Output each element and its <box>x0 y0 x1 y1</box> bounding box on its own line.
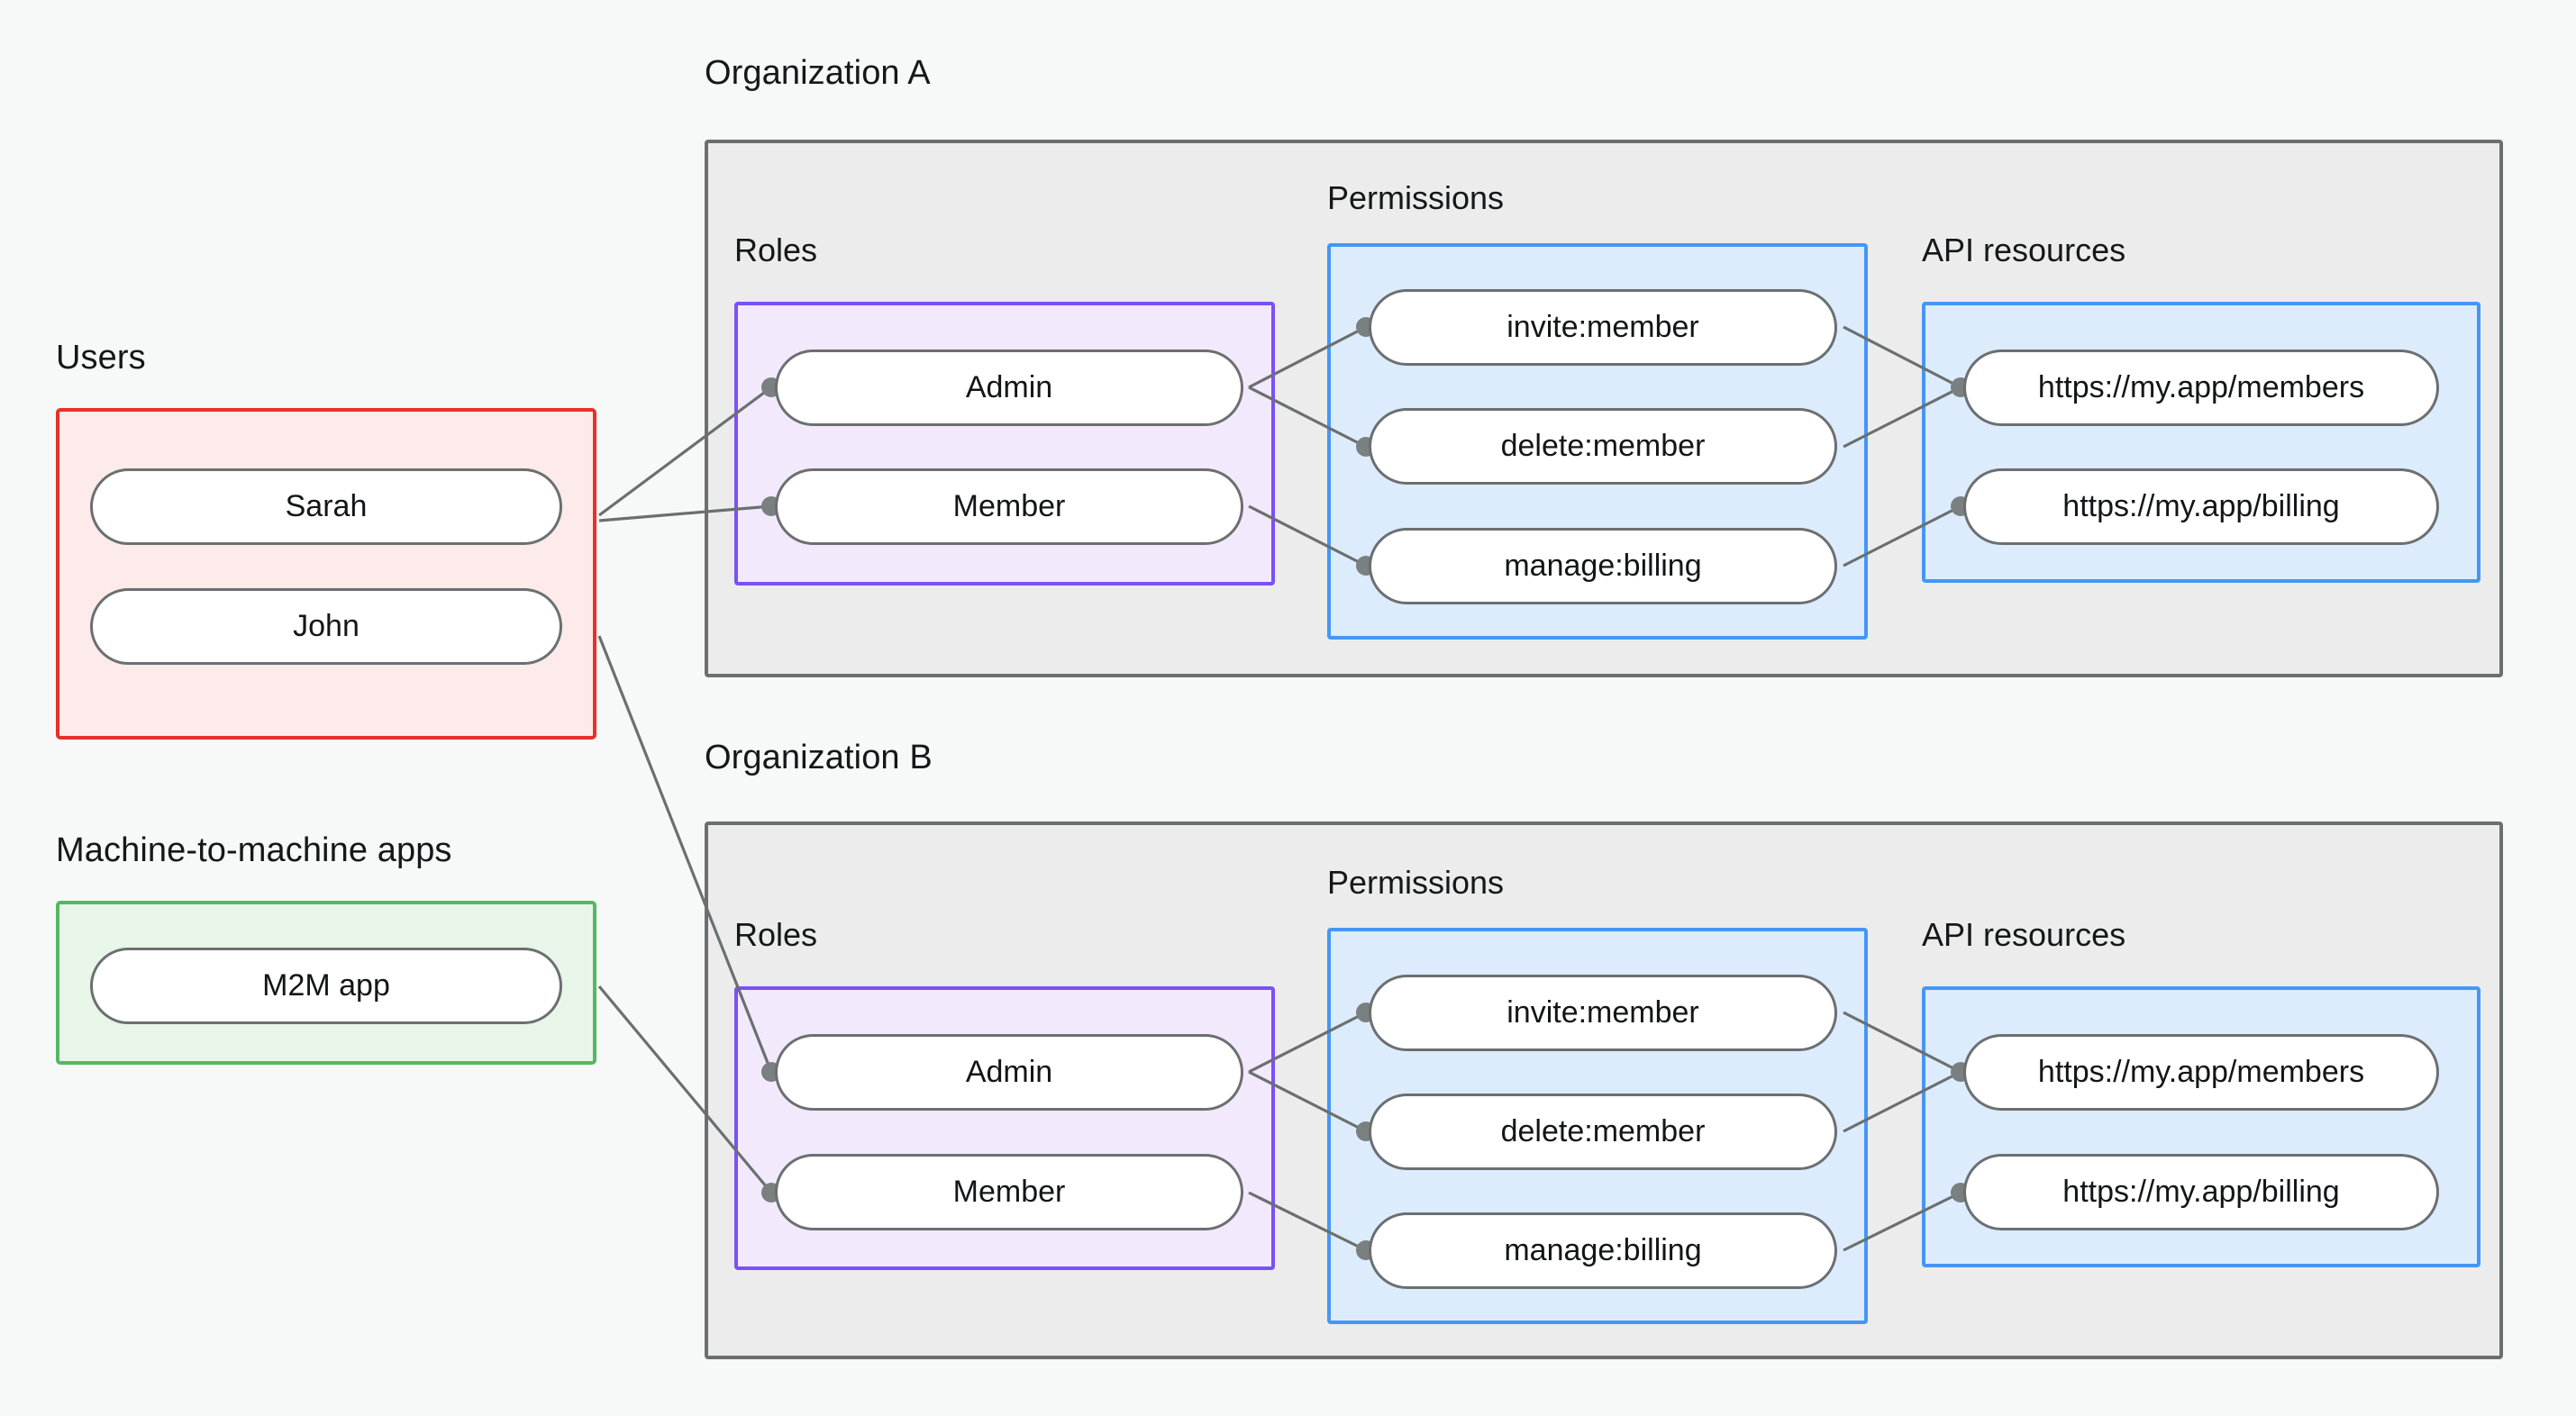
org-b-permission-pill-delete-member[interactable]: delete:member <box>1369 1094 1837 1170</box>
org-b-permissions-label: Permissions <box>1327 864 1505 901</box>
org-a-permission-pill-manage-billing[interactable]: manage:billing <box>1369 528 1837 604</box>
org-b-roles-label: Roles <box>734 916 818 953</box>
org-a-permission-pill-invite-member[interactable]: invite:member <box>1369 289 1837 366</box>
org-b-label: Organization B <box>705 739 933 776</box>
org-b-role-pill-admin[interactable]: Admin <box>775 1034 1243 1111</box>
org-b-api-resources-label: API resources <box>1922 916 2126 953</box>
org-b-api-pill-members[interactable]: https://my.app/members <box>1963 1034 2439 1111</box>
org-b-role-pill-member[interactable]: Member <box>775 1154 1243 1230</box>
org-a-api-pill-billing[interactable]: https://my.app/billing <box>1963 468 2439 545</box>
user-pill-john[interactable]: John <box>90 588 562 665</box>
org-b-permission-pill-manage-billing[interactable]: manage:billing <box>1369 1212 1837 1289</box>
users-group-label: Users <box>56 339 146 377</box>
org-a-roles-label: Roles <box>734 231 818 268</box>
org-a-role-pill-member[interactable]: Member <box>775 468 1243 545</box>
m2m-pill-app[interactable]: M2M app <box>90 948 562 1024</box>
org-b-permission-pill-invite-member[interactable]: invite:member <box>1369 975 1837 1051</box>
org-a-permission-pill-delete-member[interactable]: delete:member <box>1369 408 1837 485</box>
org-a-role-pill-admin[interactable]: Admin <box>775 349 1243 426</box>
org-b-api-pill-billing[interactable]: https://my.app/billing <box>1963 1154 2439 1230</box>
org-a-permissions-label: Permissions <box>1327 179 1505 216</box>
users-group-box <box>56 408 596 740</box>
m2m-group-label: Machine-to-machine apps <box>56 831 452 869</box>
org-a-api-pill-members[interactable]: https://my.app/members <box>1963 349 2439 426</box>
org-a-label: Organization A <box>705 54 931 92</box>
org-a-api-resources-label: API resources <box>1922 231 2126 268</box>
user-pill-sarah[interactable]: Sarah <box>90 468 562 545</box>
